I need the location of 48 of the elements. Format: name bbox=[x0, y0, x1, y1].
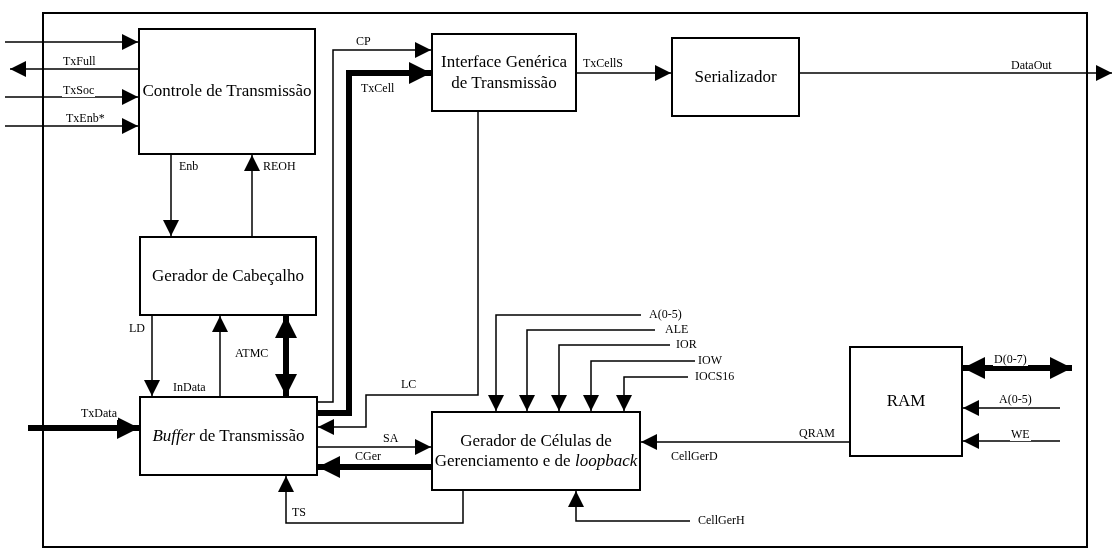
signal-arrow bbox=[616, 376, 689, 412]
signal-arrow bbox=[278, 475, 464, 524]
signal-arrow bbox=[962, 433, 1061, 449]
signal-arrow bbox=[244, 154, 260, 237]
block-label: Interface Genérica de Transmissão bbox=[440, 52, 568, 93]
signal-arrow bbox=[576, 65, 672, 81]
signal-arrow bbox=[163, 154, 179, 237]
block-label: RAM bbox=[886, 391, 926, 412]
signal-arrow bbox=[962, 400, 1061, 416]
block-label: Controle de Transmissão bbox=[142, 81, 312, 102]
signal-label: WE bbox=[1010, 428, 1031, 442]
signal-arrow bbox=[963, 357, 1072, 379]
signal-label: D(0-7) bbox=[993, 353, 1028, 367]
signal-label: TxSoc bbox=[62, 84, 96, 98]
signal-arrow bbox=[568, 490, 691, 522]
signal-arrow bbox=[317, 439, 432, 455]
signal-arrow bbox=[4, 118, 139, 134]
signal-arrow bbox=[519, 329, 656, 412]
signal-arrow bbox=[212, 315, 228, 397]
signal-arrow bbox=[583, 360, 696, 412]
block-box bbox=[139, 236, 317, 316]
signal-label: A(0-5) bbox=[998, 393, 1033, 407]
signal-arrow bbox=[4, 89, 139, 105]
signal-arrow bbox=[317, 111, 479, 435]
block-label: Buffer de Transmissão bbox=[152, 425, 305, 447]
signal-label: QRAM bbox=[798, 427, 836, 441]
signal-label: TxData bbox=[80, 407, 118, 421]
block-box bbox=[139, 396, 318, 476]
block-box bbox=[431, 411, 641, 491]
signal-arrow bbox=[640, 434, 850, 450]
signal-arrow bbox=[318, 456, 431, 478]
block-label: Serializador bbox=[694, 66, 777, 88]
block-label: Gerador de Células de Gerenciamento e de loopback bbox=[433, 430, 639, 472]
block-box bbox=[671, 37, 800, 117]
block-box bbox=[849, 346, 963, 457]
signal-arrow bbox=[4, 34, 139, 50]
signal-arrow bbox=[144, 315, 160, 397]
signal-label: A(0-5) bbox=[648, 308, 683, 322]
block-box bbox=[138, 28, 316, 155]
signal-arrow bbox=[9, 61, 139, 77]
signal-arrow bbox=[799, 65, 1113, 81]
signal-arrow bbox=[28, 417, 139, 439]
signal-arrow bbox=[488, 314, 642, 412]
block-label: Gerador de Cabeçalho bbox=[152, 265, 304, 287]
signal-arrow bbox=[551, 344, 671, 412]
box-outline bbox=[42, 12, 1088, 548]
block-box bbox=[431, 33, 577, 112]
signal-arrow bbox=[275, 316, 297, 396]
